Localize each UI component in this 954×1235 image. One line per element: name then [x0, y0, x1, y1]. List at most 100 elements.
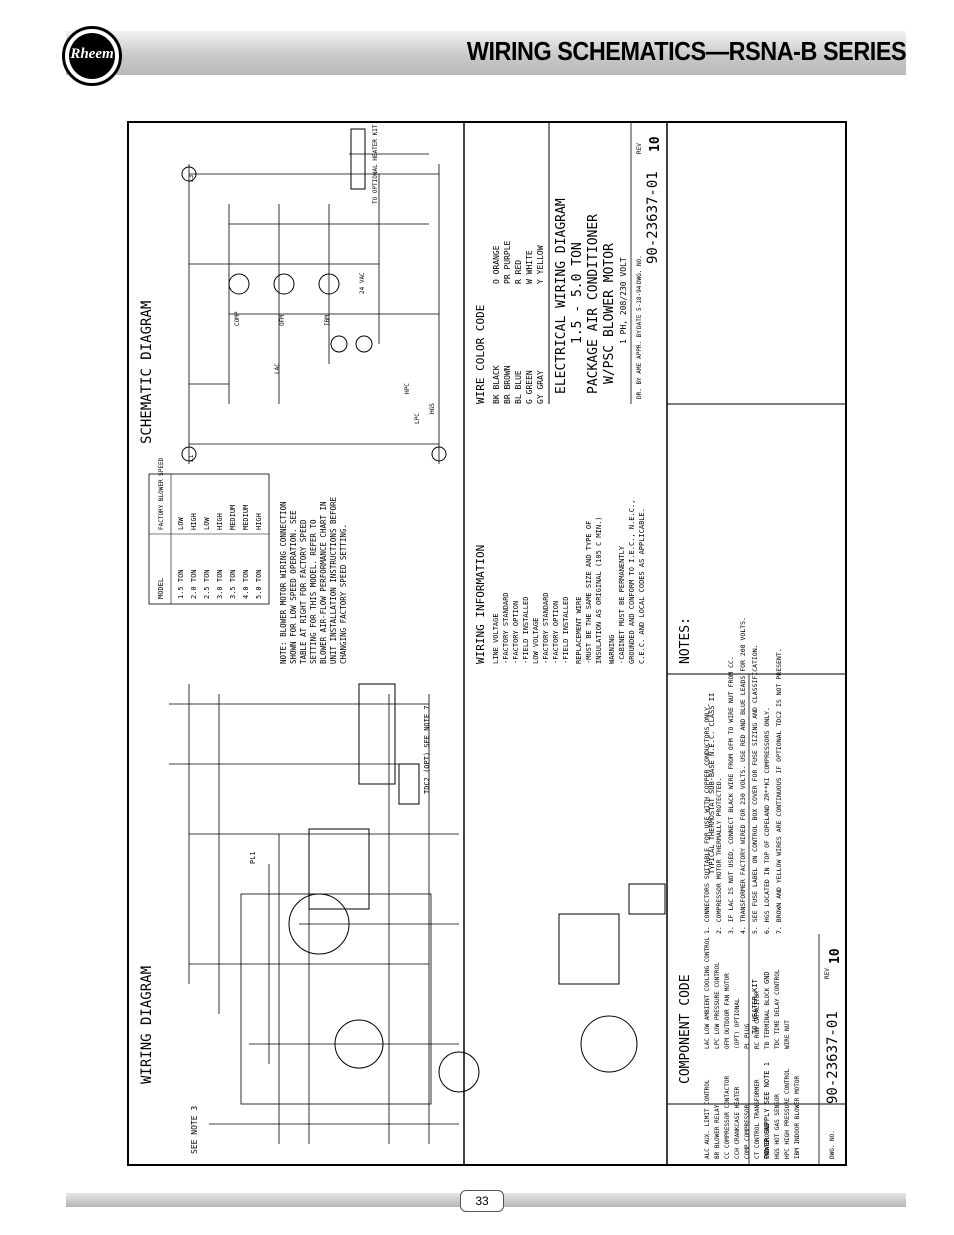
svg-text:7. BROWN AND YELLOW WIRES ARE: 7. BROWN AND YELLOW WIRES ARE CONTINUOUS…	[775, 648, 783, 934]
svg-text:O ORANGE: O ORANGE	[492, 245, 501, 284]
svg-text:ELECTRICAL WIRING DIAGRAM: ELECTRICAL WIRING DIAGRAM	[554, 198, 569, 394]
svg-text:REV: REV	[824, 968, 831, 979]
svg-text:FACTORY BLOWER SPEED: FACTORY BLOWER SPEED	[158, 457, 165, 530]
svg-text:WIRING INFORMATION: WIRING INFORMATION	[474, 545, 487, 664]
svg-text:INSULATION AS ORIGINAL (105 C: INSULATION AS ORIGINAL (105 C MIN.)	[595, 516, 603, 664]
svg-text:6. HGS LOCATED IN TOP OF COPEL: 6. HGS LOCATED IN TOP OF COPELAND ZR**KI…	[763, 707, 771, 934]
svg-text:1.5 - 5.0 TON: 1.5 - 5.0 TON	[570, 242, 585, 344]
svg-text:5.0 TON: 5.0 TON	[255, 569, 263, 599]
svg-text:HIGH: HIGH	[216, 513, 224, 530]
wiring-diagram: WIRING DIAGRAM SEE NOTE 3 POWER SUPPLY S…	[139, 683, 771, 1159]
svg-text:L3: L3	[188, 174, 195, 182]
svg-text:-FIELD INSTALLED: -FIELD INSTALLED	[522, 597, 530, 664]
svg-text:PR PURPLE: PR PURPLE	[503, 240, 512, 284]
svg-text:LAC: LAC	[274, 363, 281, 374]
svg-text:HPC HIGH PRESSURE CONTROL: HPC HIGH PRESSURE CONTROL	[784, 1068, 791, 1159]
svg-text:Y YELLOW: Y YELLOW	[536, 245, 545, 284]
svg-text:HIGH: HIGH	[190, 513, 198, 530]
svg-text:IBM: IBM	[324, 315, 331, 326]
svg-text:LOW: LOW	[203, 517, 211, 530]
svg-text:BK BLACK: BK BLACK	[492, 365, 501, 404]
svg-text:MEDIUM: MEDIUM	[229, 505, 237, 530]
svg-text:3.5 TON: 3.5 TON	[229, 569, 237, 599]
wiring-diagram-sheet: WIRING DIAGRAM SEE NOTE 3 POWER SUPPLY S…	[127, 121, 847, 1166]
svg-text:IBM INDOOR BLOWER MOTOR: IBM INDOOR BLOWER MOTOR	[794, 1076, 801, 1159]
svg-text:2.0 TON: 2.0 TON	[190, 569, 198, 599]
svg-text:TYPICAL THERMOSTAT SUB-BASE N.: TYPICAL THERMOSTAT SUB-BASE N.E.C. CLASS…	[708, 693, 716, 874]
svg-text:L1: L1	[188, 454, 195, 462]
svg-text:W/PSC BLOWER MOTOR: W/PSC BLOWER MOTOR	[602, 243, 617, 384]
svg-text:LOW VOLTAGE: LOW VOLTAGE	[532, 618, 540, 664]
svg-text:CT CONTROL TRANSFORMER: CT CONTROL TRANSFORMER	[754, 1079, 761, 1159]
page-number: 33	[460, 1190, 504, 1212]
svg-text:GND GROUND: GND GROUND	[764, 1122, 771, 1159]
blower-speed-table: MODEL FACTORY BLOWER SPEED 1.5 TON LOW 2.…	[148, 457, 270, 605]
svg-text:ALC AUX. LIMIT CONTROL: ALC AUX. LIMIT CONTROL	[704, 1079, 711, 1159]
wire-color-code: WIRE COLOR CODE BK BLACK BR BROWN BL BLU…	[474, 240, 545, 404]
svg-text:DATE 5-18-94: DATE 5-18-94	[636, 285, 643, 329]
svg-text:4. TRANSFORMER FACTORY WIRED F: 4. TRANSFORMER FACTORY WIRED FOR 230 VOL…	[739, 617, 747, 934]
svg-text:POWER SUPPLY SEE NOTE 1: POWER SUPPLY SEE NOTE 1	[763, 1062, 771, 1159]
svg-text:LAC LOW AMBIENT COOLING CONTRO: LAC LOW AMBIENT COOLING CONTROL	[704, 937, 711, 1049]
svg-text:3.0 TON: 3.0 TON	[216, 569, 224, 599]
svg-text:LPC LOW PRESSURE CONTROL: LPC LOW PRESSURE CONTROL	[714, 962, 721, 1049]
svg-text:2. COMPRESSOR MOTOR THERMALLY: 2. COMPRESSOR MOTOR THERMALLY PROTECTED.	[715, 777, 723, 934]
component-code: COMPONENT CODE ALC AUX. LIMIT CONTROL BR…	[678, 937, 801, 1159]
svg-text:90-23637-01: 90-23637-01	[825, 1011, 841, 1104]
svg-text:HGS: HGS	[429, 403, 436, 414]
svg-text:GY GRAY: GY GRAY	[536, 370, 545, 404]
svg-text:1.5 TON: 1.5 TON	[177, 569, 185, 599]
svg-text:REPLACEMENT WIRE: REPLACEMENT WIRE	[575, 597, 583, 664]
svg-text:RC RUN CAPACITOR: RC RUN CAPACITOR	[754, 991, 761, 1049]
rheem-logo: Rheem	[62, 26, 122, 86]
svg-text:R RED: R RED	[514, 260, 523, 284]
notes: NOTES: 1. CONNECTORS SUITABLE FOR USE WI…	[678, 617, 783, 934]
svg-text:PL1: PL1	[249, 851, 257, 864]
svg-text:WARNING: WARNING	[608, 634, 616, 664]
svg-text:BR BROWN: BR BROWN	[503, 365, 512, 404]
wiring-information: WIRING INFORMATION LINE VOLTAGE -FACTORY…	[474, 500, 646, 664]
svg-text:G GREEN: G GREEN	[525, 370, 534, 404]
svg-text:OFM OUTDOOR FAN MOTOR: OFM OUTDOOR FAN MOTOR	[724, 973, 731, 1049]
svg-text:1. CONNECTORS SUITABLE FOR USE: 1. CONNECTORS SUITABLE FOR USE WITH COPP…	[703, 703, 711, 934]
svg-text:NOTES:: NOTES:	[678, 617, 693, 664]
svg-text:10: 10	[648, 136, 663, 152]
svg-text:10: 10	[828, 948, 843, 964]
svg-text:MODEL: MODEL	[157, 578, 165, 599]
svg-text:-FIELD INSTALLED: -FIELD INSTALLED	[562, 597, 570, 664]
svg-text:LOW: LOW	[177, 517, 185, 530]
svg-text:DWG. NO.: DWG. NO.	[636, 255, 643, 284]
svg-text:REV: REV	[636, 143, 643, 154]
svg-text:CC COMPRESSOR CONTACTOR: CC COMPRESSOR CONTACTOR	[724, 1076, 731, 1159]
svg-text:4.0 TON: 4.0 TON	[242, 569, 250, 599]
svg-text:HGS HOT GAS SENSOR: HGS HOT GAS SENSOR	[774, 1094, 781, 1159]
svg-text:GND: GND	[763, 971, 771, 984]
svg-text:90-23637-01: 90-23637-01	[645, 171, 661, 264]
svg-text:TO OPTIONAL HEATER KIT: TO OPTIONAL HEATER KIT	[372, 124, 379, 204]
header-bar	[66, 31, 906, 75]
schematic-diagram: SCHEMATIC DIAGRAM TO OPTIONAL HEATER KIT…	[139, 124, 447, 464]
wiring-title: WIRING DIAGRAM	[139, 966, 155, 1084]
svg-text:CCH CRANKCASE HEATER: CCH CRANKCASE HEATER	[734, 1086, 741, 1159]
svg-text:-CABINET MUST BE PERMANENTLY: -CABINET MUST BE PERMANENTLY	[618, 545, 626, 664]
svg-text:PL PLUG: PL PLUG	[744, 1023, 751, 1049]
svg-text:-FACTORY STANDARD: -FACTORY STANDARD	[542, 592, 550, 664]
svg-text:WIRE NUT: WIRE NUT	[784, 1020, 791, 1049]
svg-text:DR. BY AME: DR. BY AME	[636, 362, 643, 399]
svg-text:24 VAC: 24 VAC	[359, 272, 366, 294]
svg-text:-FACTORY OPTION: -FACTORY OPTION	[512, 601, 520, 664]
svg-text:C.E.C. AND LOCAL CODES AS APPL: C.E.C. AND LOCAL CODES AS APPLICABLE.	[638, 508, 646, 664]
svg-text:MEDIUM: MEDIUM	[242, 505, 250, 530]
logo-text: Rheem	[70, 46, 114, 62]
svg-text:(OPT) OPTIONAL: (OPT) OPTIONAL	[734, 998, 741, 1049]
svg-text:3. IF LAC IS NOT USED, CONNECT: 3. IF LAC IS NOT USED, CONNECT BLACK WIR…	[727, 656, 735, 934]
svg-text:HIGH: HIGH	[255, 513, 263, 530]
svg-text:DWG. NO.: DWG. NO.	[829, 1130, 836, 1159]
svg-text:LPC: LPC	[414, 413, 421, 424]
svg-text:-FACTORY OPTION: -FACTORY OPTION	[552, 601, 560, 664]
svg-text:OFM: OFM	[279, 315, 286, 326]
svg-text:WIRE COLOR CODE: WIRE COLOR CODE	[474, 305, 487, 404]
svg-text:2.5 TON: 2.5 TON	[203, 569, 211, 599]
svg-text:-MUST BE THE SAME SIZE AND TYP: -MUST BE THE SAME SIZE AND TYPE OF	[585, 521, 593, 664]
svg-text:BR BLOWER RELAY: BR BLOWER RELAY	[714, 1104, 721, 1159]
